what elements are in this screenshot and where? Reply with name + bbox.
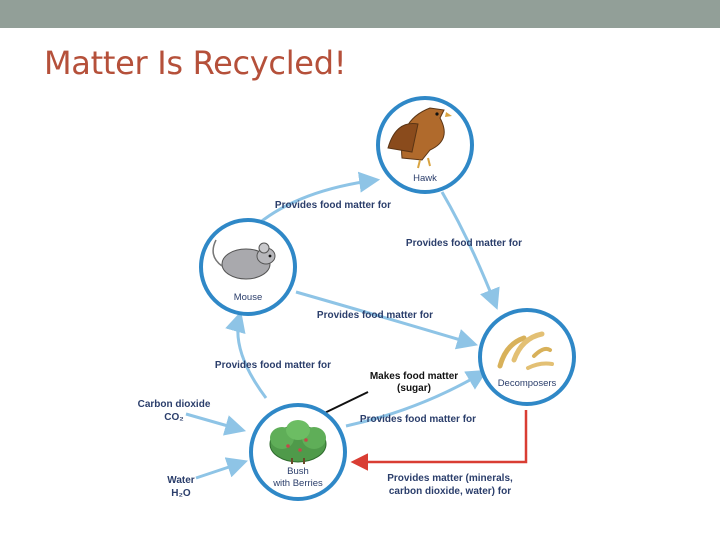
arrow-bush-to-decomposers [345,369,488,428]
arrow-carbon-dioxide-to-bush [185,412,247,436]
water-label: Water [167,475,195,486]
arrow-bush-to-mouse [225,310,268,399]
carbon-dioxide-label: Carbon dioxide [138,399,211,410]
carbon-dioxide-formula: CO₂ [164,412,183,423]
decomposers-icon [497,331,554,370]
arrow-mouse-to-decomposers [295,290,479,350]
hawk-label: Hawk [413,173,437,184]
label-hawk-to-decomposers: Provides food matter for [406,238,522,249]
label-decomposers-to-bush-line1: Provides matter (minerals, [387,473,513,484]
mouse-node: Mouse [199,218,297,316]
decomposers-label: Decomposers [498,378,557,389]
label-mouse-to-decomposers: Provides food matter for [317,310,433,321]
arrow-water-to-bush [195,457,248,480]
hawk-icon [387,107,452,169]
arrow-hawk-to-decomposers [440,191,500,310]
label-makes-food-line1: Makes food matter [370,371,458,382]
bush-label-line2: with Berries [272,478,323,489]
top-band [0,0,720,28]
bush-icon [269,420,327,464]
arrow-mouse-to-hawk [257,171,381,226]
bush-node: Bush with Berries [249,403,347,501]
mouse-icon [212,239,276,280]
label-bush-to-mouse: Provides food matter for [215,360,331,371]
bush-label-line1: Bush [287,466,309,477]
water-formula: H₂O [171,488,191,499]
label-mouse-to-hawk: Provides food matter for [275,200,391,211]
mouse-label: Mouse [234,292,263,303]
label-decomposers-to-bush-line2: carbon dioxide, water) for [389,486,511,497]
decomposers-node: Decomposers [478,308,576,406]
label-makes-food-line2: (sugar) [397,383,431,394]
arrow-decomposers-to-bush [350,410,528,471]
label-bush-to-decomposers: Provides food matter for [360,414,476,425]
slide-title: Matter Is Recycled! [44,44,347,82]
hawk-node: Hawk [376,96,474,194]
